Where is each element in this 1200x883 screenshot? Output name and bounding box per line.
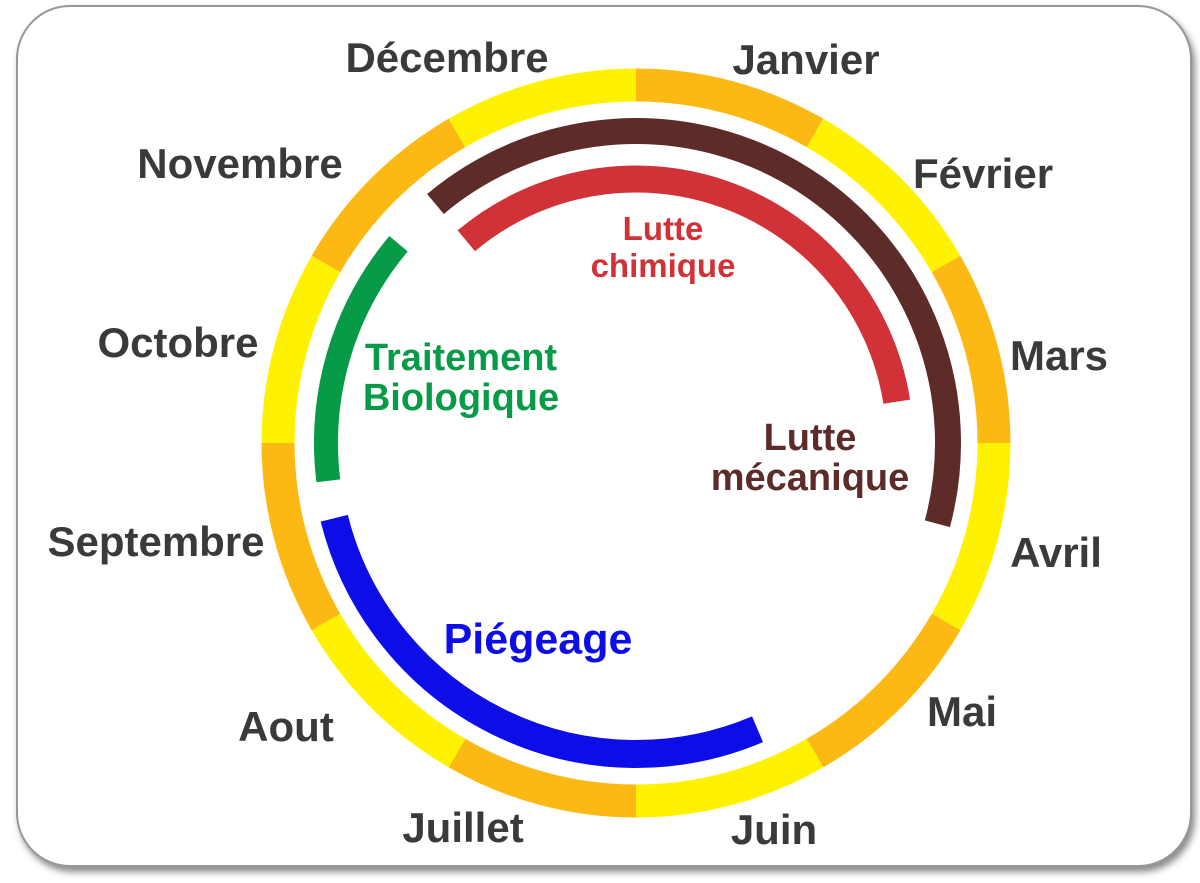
month-segment-juillet [448, 738, 637, 818]
treatment-arc-piegeage [320, 514, 763, 768]
treatment-arc-lutte-mecanique [427, 117, 961, 528]
month-ring [261, 68, 1011, 818]
treatment-arc-traitement-biologique [314, 236, 408, 483]
month-segment-juin [635, 738, 824, 818]
month-segment-aout [311, 613, 466, 768]
month-segment-janvier [635, 68, 824, 148]
month-segment-novembre [311, 118, 466, 273]
month-segment-decembre [448, 68, 637, 148]
month-segment-mai [806, 613, 961, 768]
month-segment-avril [931, 442, 1011, 631]
treatment-arc-lutte-chimique [457, 165, 911, 404]
month-segment-fevrier [806, 118, 961, 273]
treatment-arcs [314, 117, 961, 768]
month-segment-octobre [261, 255, 341, 444]
month-segment-septembre [261, 442, 341, 631]
month-segment-mars [931, 255, 1011, 444]
